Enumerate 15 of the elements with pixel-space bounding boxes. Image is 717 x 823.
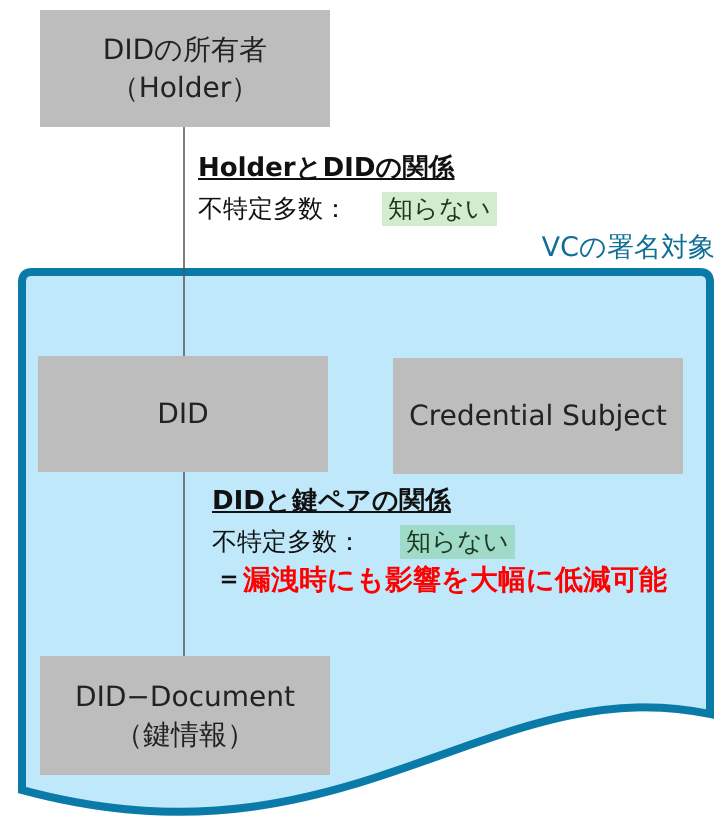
emphasis-text: 漏洩時にも影響を大幅に低減可能 [243, 563, 667, 597]
holder-box: DIDの所有者（Holder） [40, 10, 330, 127]
highlight-text: 知らない [382, 192, 497, 226]
highlight-text: 知らない [400, 525, 515, 559]
relation-heading: DIDと鍵ペアの関係 [212, 486, 451, 518]
document-box: DID−Document（鍵情報） [40, 656, 330, 775]
connector-line [183, 127, 185, 356]
note-text: 不特定多数： [198, 194, 348, 224]
equals-sign: ＝ [216, 564, 242, 596]
heading: VCの署名対象 [542, 232, 715, 264]
relation-heading: HolderとDIDの関係 [198, 153, 454, 184]
note-text: 不特定多数： [212, 527, 362, 557]
subject-box: Credential Subject [393, 358, 683, 474]
did-box: DID [38, 356, 328, 472]
connector-line [183, 472, 185, 656]
